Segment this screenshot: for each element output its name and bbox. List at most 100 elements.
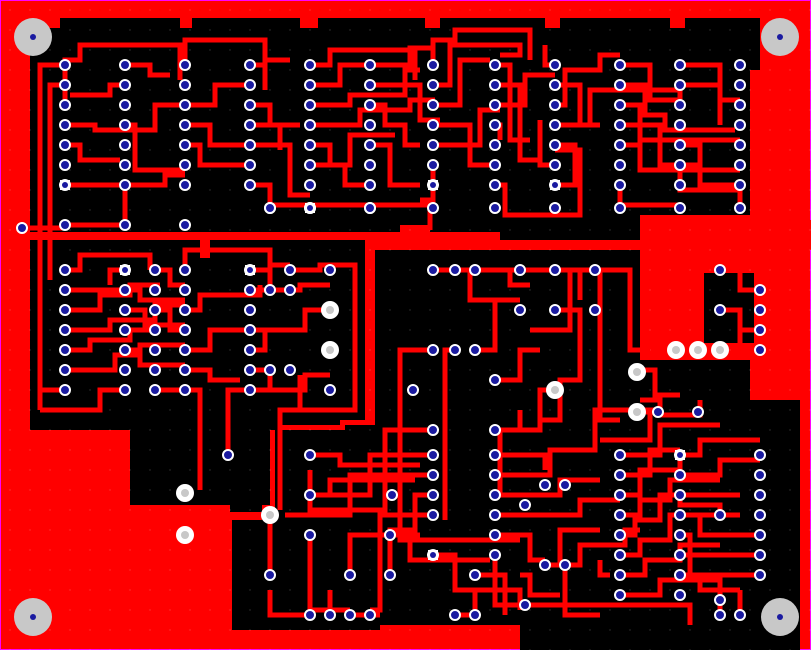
copper-trace [495, 407, 640, 478]
via-pad [244, 179, 256, 191]
via-pad [754, 449, 766, 461]
via-pad [549, 99, 561, 111]
via-pad [244, 119, 256, 131]
via-pad [714, 594, 726, 606]
copper-trace [420, 165, 436, 203]
via-pad [449, 264, 461, 276]
via-pad [734, 159, 746, 171]
via-pad [427, 159, 439, 171]
copper-trace [65, 252, 153, 273]
copper-trace [495, 452, 548, 470]
via-pad [179, 384, 191, 396]
copper-trace [433, 57, 490, 108]
copper-trace [370, 512, 433, 613]
copper-trace [555, 87, 683, 128]
via-pad [119, 384, 131, 396]
via-pad [539, 559, 551, 571]
large-pad-drill [326, 346, 334, 354]
copper-trace [597, 560, 610, 578]
large-pad-drill [716, 346, 724, 354]
copper-trace [433, 107, 500, 148]
via-pad [514, 304, 526, 316]
via-pad [149, 304, 161, 316]
copper-trace [250, 142, 310, 198]
copper-trace [500, 602, 693, 625]
via-pad [324, 264, 336, 276]
via-pad [674, 99, 686, 111]
via-pad [754, 549, 766, 561]
via-pad [344, 569, 356, 581]
via-pad [386, 489, 398, 501]
via-pad [119, 344, 131, 356]
via-pad [149, 364, 161, 376]
via-pad [734, 179, 746, 191]
copper-trace [620, 460, 683, 498]
via-pad [714, 609, 726, 621]
via-pad [489, 469, 501, 481]
via-pad [364, 99, 376, 111]
via-pad [179, 59, 191, 71]
via-pad [589, 264, 601, 276]
copper-trace [555, 52, 620, 108]
square-pad-drill [62, 182, 68, 188]
via-pad [59, 219, 71, 231]
copper-trace [620, 542, 720, 578]
via-pad [449, 344, 461, 356]
via-pad [754, 489, 766, 501]
copper-trace [620, 447, 680, 478]
via-pad [244, 79, 256, 91]
via-pad [304, 609, 316, 621]
copper-trace [737, 310, 760, 353]
via-pad [754, 344, 766, 356]
copper-trace [370, 102, 420, 148]
via-pad [519, 499, 531, 511]
copper-trace [677, 165, 743, 205]
via-pad [614, 449, 626, 461]
copper-trace [637, 367, 658, 403]
via-pad [284, 364, 296, 376]
via-pad [364, 119, 376, 131]
via-pad [119, 119, 131, 131]
via-pad [489, 139, 501, 151]
via-pad [427, 449, 439, 461]
via-pad [674, 202, 686, 214]
copper-trace [267, 590, 310, 618]
via-pad [59, 79, 71, 91]
via-pad [427, 79, 439, 91]
via-pad [179, 344, 191, 356]
via-pad [244, 284, 256, 296]
via-pad [304, 529, 316, 541]
copper-trace [545, 527, 600, 568]
copper-trace [185, 367, 240, 383]
via-pad [244, 304, 256, 316]
via-pad [549, 159, 561, 171]
mounting-hole-center [777, 614, 783, 620]
via-pad [469, 569, 481, 581]
copper-trace [495, 410, 523, 433]
copper-trace [65, 327, 150, 353]
copper-trace [370, 45, 435, 68]
mounting-hole-center [30, 614, 36, 620]
mounting-hole-center [777, 34, 783, 40]
via-pad [304, 99, 316, 111]
copper-trace [65, 172, 185, 188]
via-pad [489, 159, 501, 171]
via-pad [384, 529, 396, 541]
via-pad [427, 424, 439, 436]
via-pad [119, 304, 131, 316]
via-pad [427, 99, 439, 111]
via-pad [149, 384, 161, 396]
via-pad [344, 609, 356, 621]
via-pad [469, 609, 481, 621]
via-pad [559, 559, 571, 571]
via-pad [364, 609, 376, 621]
copper-trace [250, 267, 273, 290]
via-pad [489, 424, 501, 436]
via-pad [539, 479, 551, 491]
via-pad [734, 59, 746, 71]
via-pad [179, 264, 191, 276]
copper-trace [185, 327, 250, 353]
via-pad [16, 222, 28, 234]
via-pad [674, 529, 686, 541]
via-pad [179, 79, 191, 91]
